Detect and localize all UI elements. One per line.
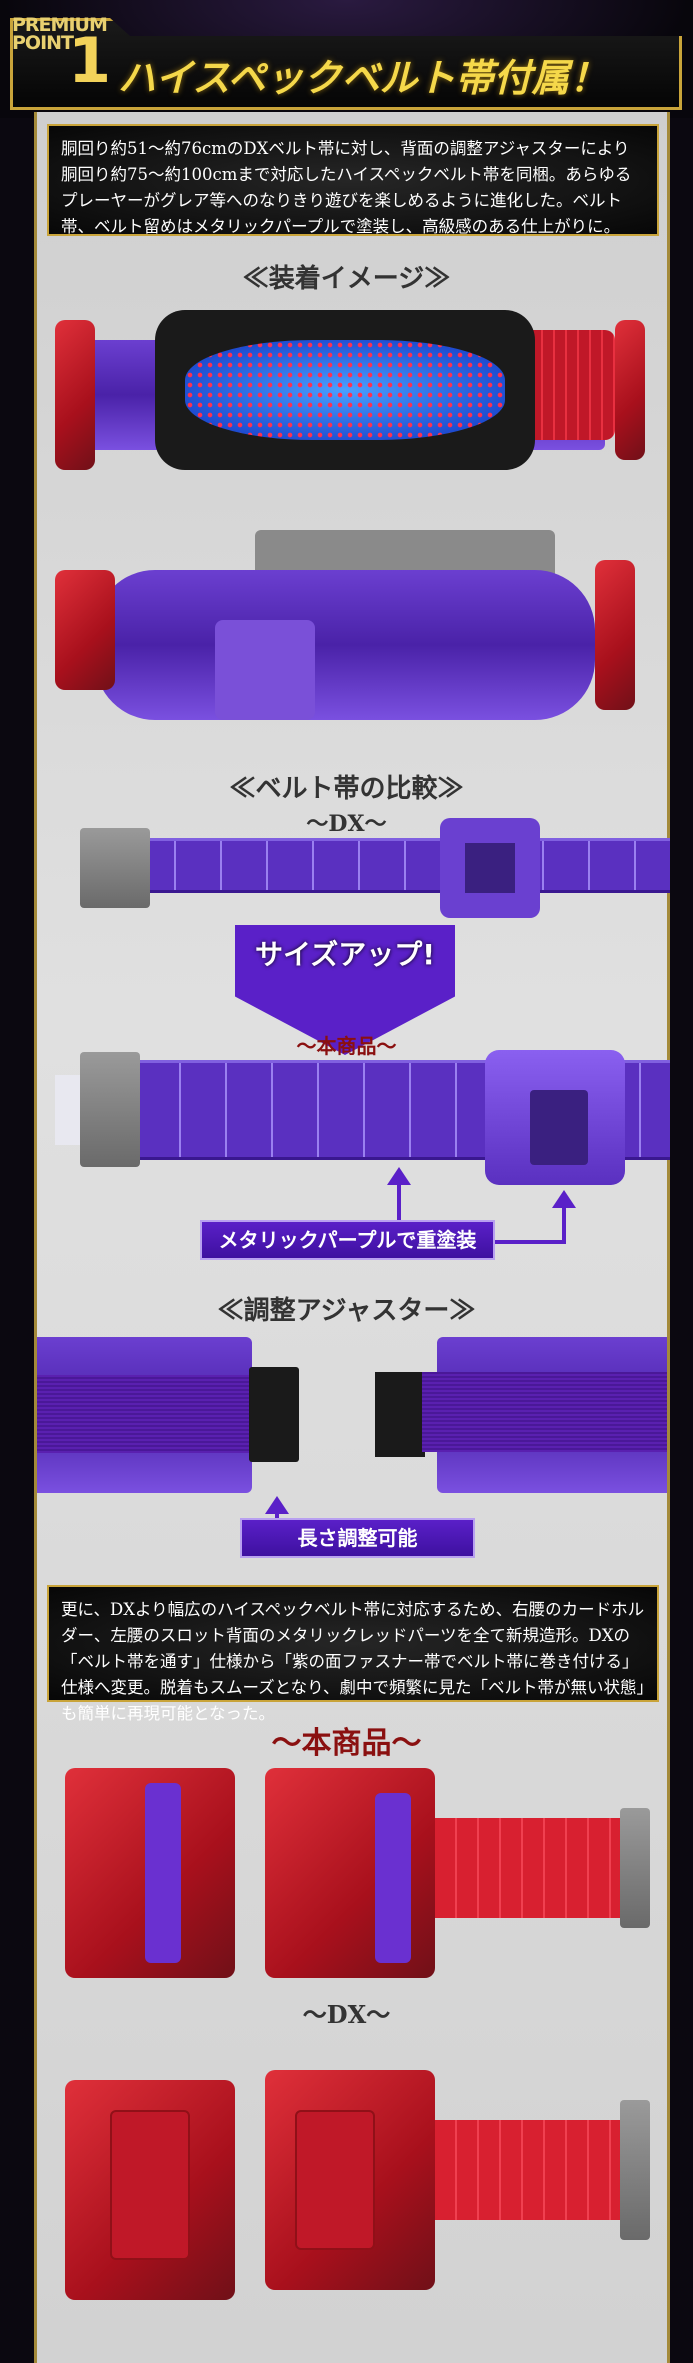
arrow-up-icon (265, 1496, 289, 1514)
product-red-parts-photo (55, 1758, 665, 1988)
point-number: 1 (68, 24, 112, 97)
wearing-image-heading: ≪装着イメージ≫ (242, 264, 451, 294)
dx-belt-photo (60, 818, 670, 918)
this-product-label: ～本商品～ (296, 1034, 397, 1058)
led-display (185, 340, 505, 440)
product-belt-photo (55, 1050, 670, 1190)
arrow-up-icon (552, 1190, 576, 1208)
dx-red-parts-photo (55, 2050, 665, 2340)
adjustable-length-callout: 長さ調整可能 (240, 1518, 475, 1558)
metallic-purple-callout: メタリックパープルで重塗装 (200, 1220, 495, 1260)
belt-front-photo (55, 300, 645, 500)
intro-text: 胴回り約51～約76cmのDXベルト帯に対し、背面の調整アジャスターにより胴回り… (47, 124, 659, 236)
belt-back-photo (55, 510, 645, 750)
belt-comparison-heading: ≪ベルト帯の比較≫ (229, 774, 464, 804)
page-title: ハイスペックベルト帯付属！ (118, 56, 608, 100)
detail-text: 更に、DXより幅広のハイスペックベルト帯に対応するため、右腰のカードホルダー、左… (47, 1585, 659, 1723)
badge-line1: PREMIUM (12, 14, 108, 36)
this-product-label-bottom: ～本商品～ (271, 1726, 422, 1761)
adjuster-photo (37, 1337, 667, 1493)
dx-label-bottom: ～DX～ (302, 2000, 391, 2029)
dx-label: ～DX～ (306, 811, 387, 837)
size-up-label: サイズアップ! (255, 938, 435, 971)
arrow-up-icon (387, 1167, 411, 1185)
adjuster-heading: ≪調整アジャスター≫ (217, 1296, 476, 1326)
badge-line2: POINT (12, 32, 74, 54)
